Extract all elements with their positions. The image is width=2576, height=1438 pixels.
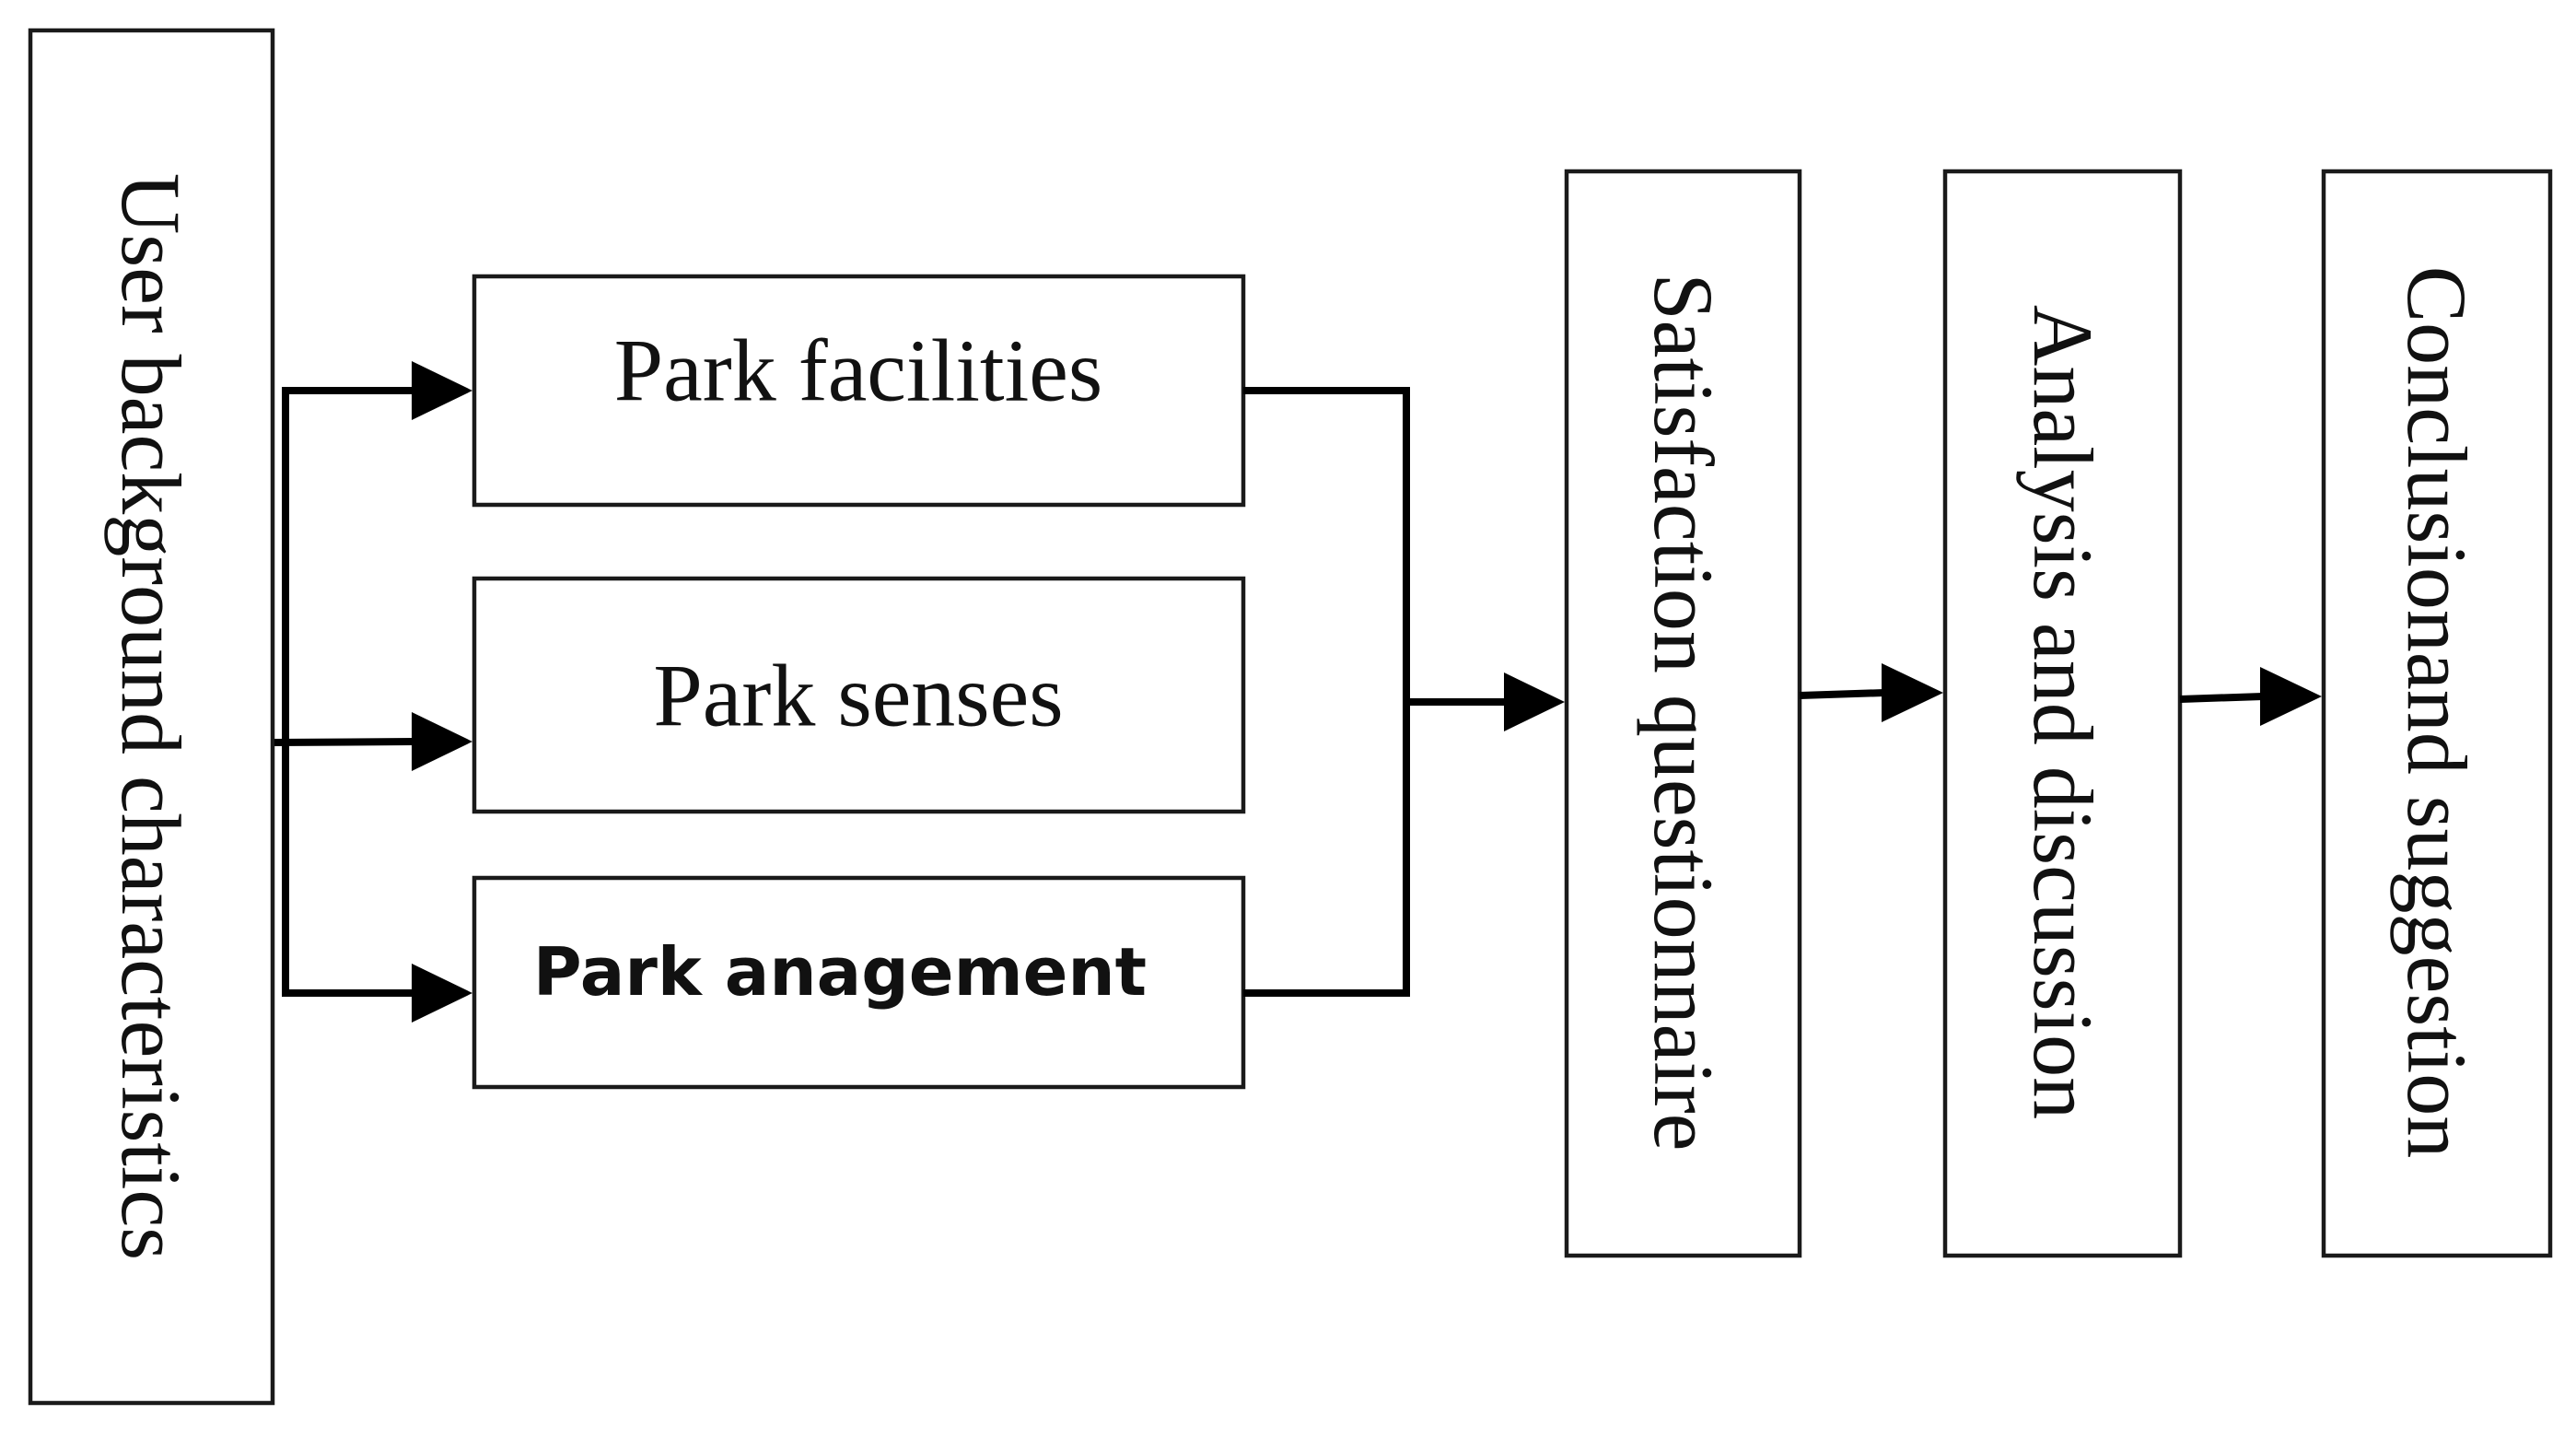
node-conclusion-suggestion-label: Conclusionand suggestion [2390, 266, 2484, 1159]
node-user-background-label: User background characteristics [104, 173, 198, 1260]
node-park-facilities-label: Park facilities [614, 322, 1102, 420]
arrowhead-conclusion [2260, 667, 2322, 726]
node-analysis-discussion-label: Analysis and discussion [2016, 305, 2110, 1119]
node-park-facilities: Park facilities [472, 274, 1246, 508]
arrowhead-park-management [412, 964, 472, 1023]
node-satisfaction-questionnaire: Satisfaction questionnaire [1564, 169, 1802, 1258]
arrowhead-park-senses [412, 712, 472, 771]
node-park-management-label: Park anagement [533, 933, 1147, 1011]
node-park-management: Park anagement [472, 875, 1246, 1090]
connector-merge [1243, 387, 1565, 997]
connector-fanout [274, 361, 472, 1023]
arrowhead-park-facilities [412, 361, 472, 420]
arrowhead-analysis [1882, 663, 1943, 722]
connector-analysis-conclusion [2179, 667, 2322, 726]
connector-from-park-facilities [1243, 387, 1410, 997]
node-satisfaction-questionnaire-label: Satisfaction questionnaire [1637, 274, 1731, 1152]
node-park-senses-label: Park senses [653, 647, 1063, 745]
connector-satisfaction-analysis [1799, 663, 1943, 722]
arrowhead-satisfaction [1504, 672, 1565, 731]
node-conclusion-suggestion: Conclusionand suggestion [2321, 169, 2553, 1258]
node-user-background: User background characteristics [28, 28, 275, 1406]
connector-to-conclusion [2179, 693, 2264, 703]
connector-to-analysis [1799, 689, 1885, 699]
node-park-senses: Park senses [472, 576, 1246, 814]
node-analysis-discussion: Analysis and discussion [1942, 169, 2183, 1258]
